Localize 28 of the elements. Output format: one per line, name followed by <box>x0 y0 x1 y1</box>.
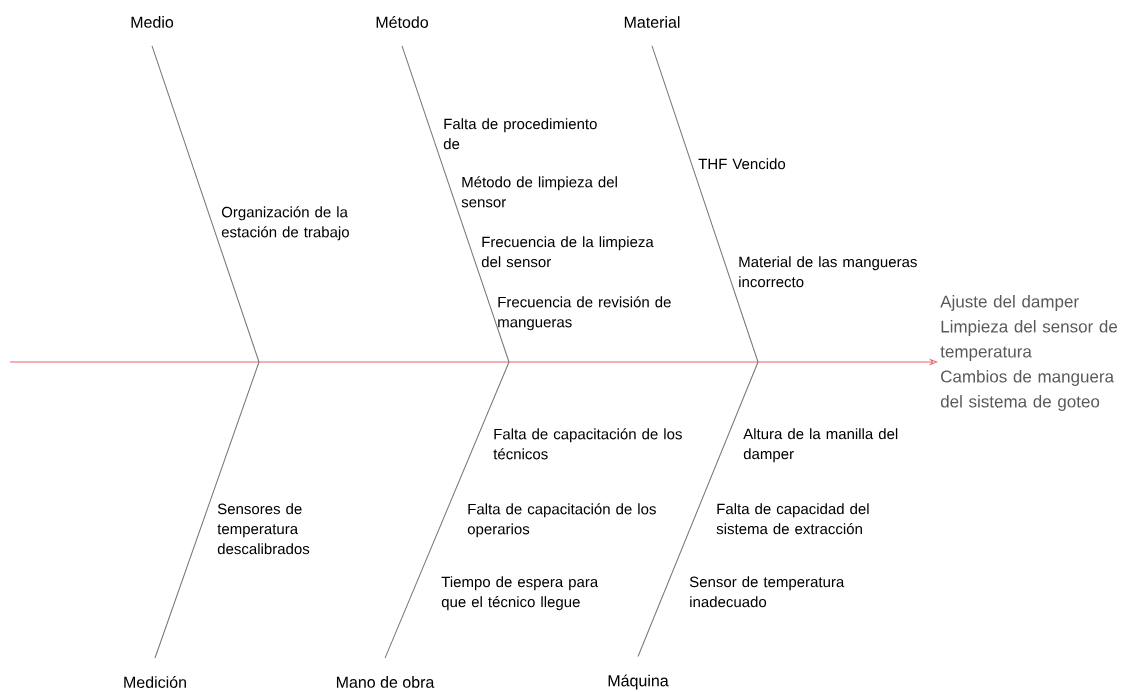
cause-label: Sensor de temperatura inadecuado <box>689 576 845 608</box>
bone-line <box>401 45 510 363</box>
category-label: Método <box>376 16 428 28</box>
cause-label: THF Vencido <box>698 158 786 170</box>
cause-label: Organización de la estación de trabajo <box>221 206 349 241</box>
fishbone-spine-arrow <box>9 359 938 365</box>
cause-label: Material de las mangueras incorrecto <box>739 256 917 288</box>
cause-label: Falta de capacitación de los operarios <box>467 503 656 538</box>
effect-text: Ajuste del damper Limpieza del sensor de temperatura Cambios de manguera del sistema de goteo <box>940 295 1118 411</box>
cause-label: Falta de capacitación de los técnicos <box>493 428 682 460</box>
bone-line <box>651 45 759 363</box>
category-label: Máquina <box>608 674 669 690</box>
cause-label: Falta de capacidad del sistema de extracción <box>716 503 869 535</box>
category-label: Medición <box>124 676 186 688</box>
cause-label: Frecuencia de la limpieza del sensor <box>481 236 654 268</box>
bone-line <box>154 361 260 659</box>
cause-label: Sensores de temperatura descalibrados <box>217 503 310 555</box>
cause-label: Altura de la manilla del damper <box>743 428 898 463</box>
category-label: Medio <box>131 16 174 28</box>
cause-label: Falta de procedimiento de <box>443 118 597 150</box>
bone-line <box>151 45 260 363</box>
category-label: Material <box>624 16 680 28</box>
cause-label: Método de limpieza del sensor <box>461 176 617 208</box>
cause-label: Frecuencia de revisión de mangueras <box>498 296 671 331</box>
category-label: Mano de obra <box>336 676 435 688</box>
bone-line <box>384 361 510 659</box>
bone-line <box>637 361 759 657</box>
cause-label: Tiempo de espera para que el técnico llegue <box>441 576 599 611</box>
